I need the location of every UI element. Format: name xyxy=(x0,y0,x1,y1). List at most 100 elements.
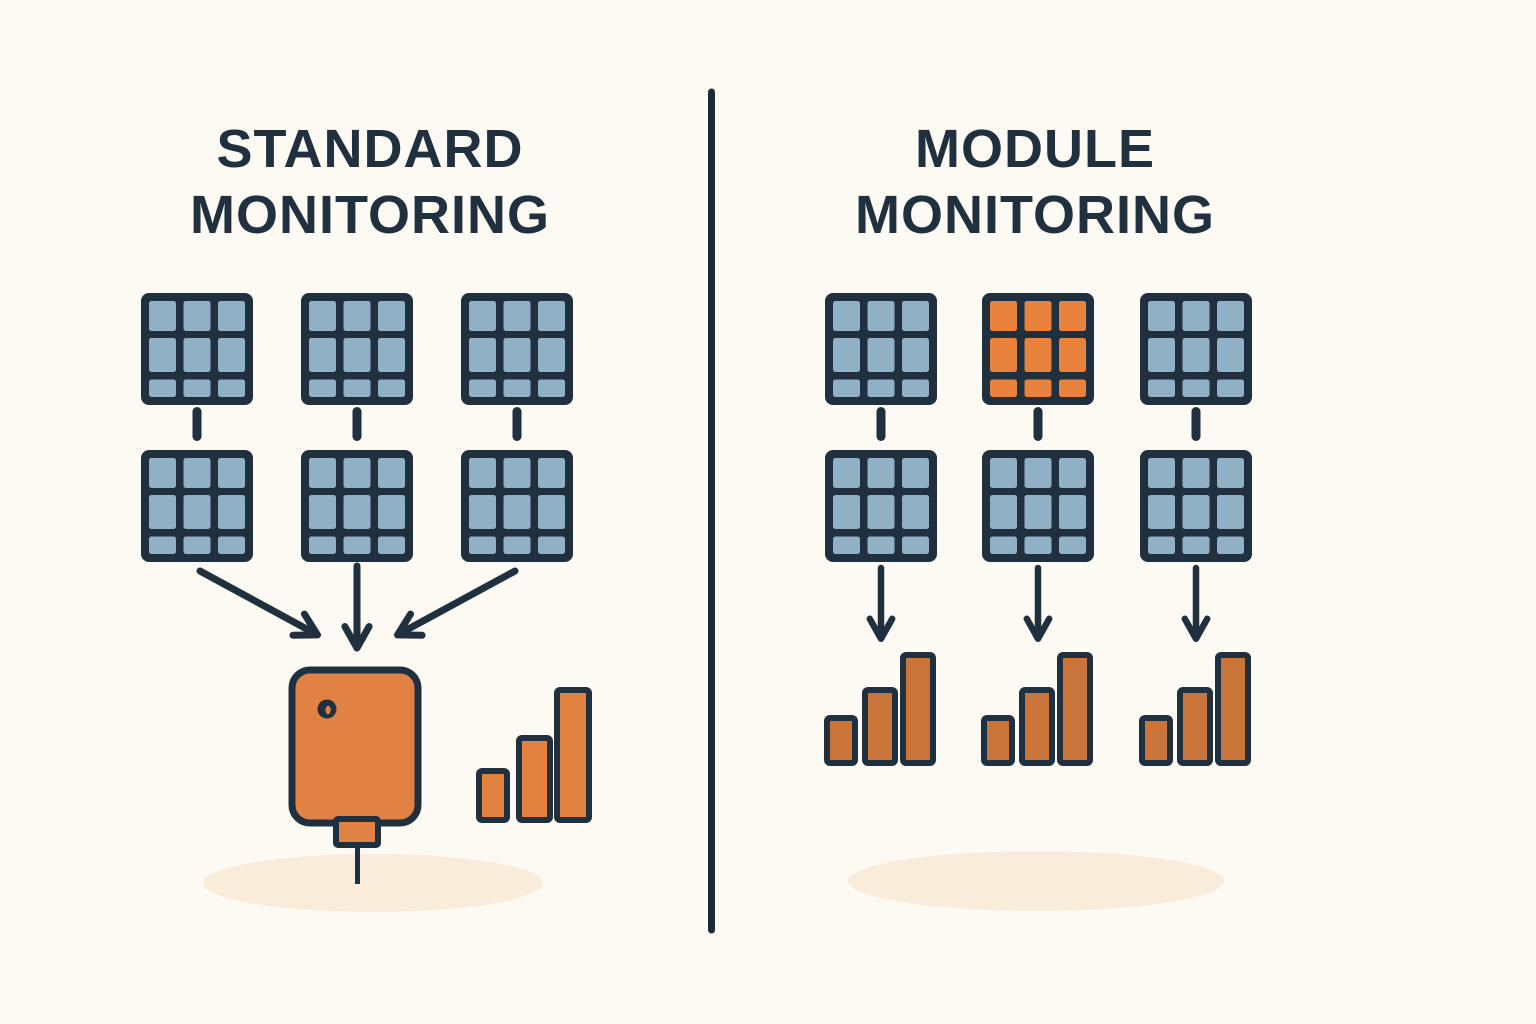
inverter-led-center xyxy=(325,705,331,715)
panel-cell xyxy=(149,495,176,529)
chart-bar xyxy=(1019,687,1055,766)
string-connector xyxy=(192,407,202,441)
panel-cell xyxy=(990,495,1017,529)
panel-cell xyxy=(469,301,496,331)
panel-cell xyxy=(183,495,211,529)
panel-cell xyxy=(1182,379,1210,397)
panel-cell xyxy=(309,338,336,372)
panel-cell xyxy=(1182,301,1210,331)
left-title-line1: STANDARD xyxy=(217,119,524,179)
panel-cell xyxy=(309,458,336,488)
right-title-line2: MONITORING xyxy=(855,185,1215,245)
panel-cell xyxy=(902,536,929,554)
panel-cell xyxy=(833,536,860,554)
arrow-left-to-inverter xyxy=(196,567,322,639)
panel-cell xyxy=(1148,495,1175,529)
solar-panel xyxy=(1140,450,1252,562)
panel-cell xyxy=(538,301,565,331)
panel-cell xyxy=(503,536,531,554)
panel-cell xyxy=(469,458,496,488)
solar-panel xyxy=(825,293,937,405)
chart-bar xyxy=(516,735,553,823)
panel-cell xyxy=(833,301,860,331)
panel-cell xyxy=(149,301,176,331)
chart-bar xyxy=(476,768,510,823)
chart-bar xyxy=(554,687,592,823)
module-output-chart xyxy=(824,652,936,766)
panel-cell xyxy=(149,458,176,488)
panel-cell xyxy=(378,301,405,331)
chart-bar xyxy=(1139,715,1173,766)
solar-panel xyxy=(1140,293,1252,405)
right-ground-shadow xyxy=(848,851,1224,911)
solar-panel xyxy=(461,293,573,405)
panel-cell xyxy=(538,338,565,372)
panel-cell xyxy=(343,301,371,331)
left-ground-shadow xyxy=(203,854,543,912)
panel-cell xyxy=(309,536,336,554)
string-connector xyxy=(876,407,886,441)
per-module-charts xyxy=(824,652,1251,766)
panel-cell xyxy=(503,338,531,372)
chart-bar xyxy=(1057,652,1093,766)
panel-cell xyxy=(1148,379,1175,397)
panel-cell xyxy=(538,536,565,554)
panel-cell xyxy=(218,536,245,554)
arrow-right-to-inverter xyxy=(393,567,519,639)
panel-cell xyxy=(867,301,895,331)
panel-cell xyxy=(990,338,1017,372)
solar-panel xyxy=(461,450,573,562)
panel-cell xyxy=(867,379,895,397)
panel-cell xyxy=(1217,536,1244,554)
panel-cell xyxy=(990,458,1017,488)
aggregate-production-chart xyxy=(476,687,592,823)
panel-cell xyxy=(183,379,211,397)
panel-cell xyxy=(218,338,245,372)
panel-cell xyxy=(503,458,531,488)
solar-panel xyxy=(301,450,413,562)
panel-cell xyxy=(218,495,245,529)
panel-cell xyxy=(1059,338,1086,372)
string-connector xyxy=(512,407,522,441)
panel-cell xyxy=(1182,458,1210,488)
panel-cell xyxy=(1024,301,1052,331)
panel-cell xyxy=(1059,458,1086,488)
solar-panel xyxy=(825,450,937,562)
central-inverter xyxy=(288,666,422,884)
panel-cell xyxy=(503,379,531,397)
panel-cell xyxy=(1059,536,1086,554)
panel-cell xyxy=(218,301,245,331)
panel-cell xyxy=(867,338,895,372)
panel-cell xyxy=(1182,495,1210,529)
panel-cell xyxy=(538,458,565,488)
panel-cell xyxy=(309,379,336,397)
panel-cell xyxy=(378,536,405,554)
panel-cell xyxy=(183,536,211,554)
panel-cell xyxy=(1059,301,1086,331)
panel-cell xyxy=(343,495,371,529)
panel-cell xyxy=(1024,458,1052,488)
module-output-chart xyxy=(1139,652,1251,766)
panel-cell xyxy=(1024,379,1052,397)
panel-cell xyxy=(183,301,211,331)
panel-cell xyxy=(990,301,1017,331)
solar-panel xyxy=(301,293,413,405)
chart-bar xyxy=(862,687,898,766)
panel-cell xyxy=(833,379,860,397)
panel-cell xyxy=(343,379,371,397)
panel-cell xyxy=(343,458,371,488)
inverter-connector xyxy=(333,816,381,848)
panel-cell xyxy=(1148,536,1175,554)
solar-panel xyxy=(982,450,1094,562)
chart-bar xyxy=(1177,687,1213,766)
panel-cell xyxy=(149,379,176,397)
panel-cell xyxy=(1217,495,1244,529)
panel-cell xyxy=(990,379,1017,397)
panel-cell xyxy=(902,379,929,397)
chart-bar xyxy=(1215,652,1251,766)
panel-cell xyxy=(183,338,211,372)
panel-cell xyxy=(833,338,860,372)
string-connector xyxy=(1033,407,1043,441)
module-output-chart xyxy=(981,652,1093,766)
